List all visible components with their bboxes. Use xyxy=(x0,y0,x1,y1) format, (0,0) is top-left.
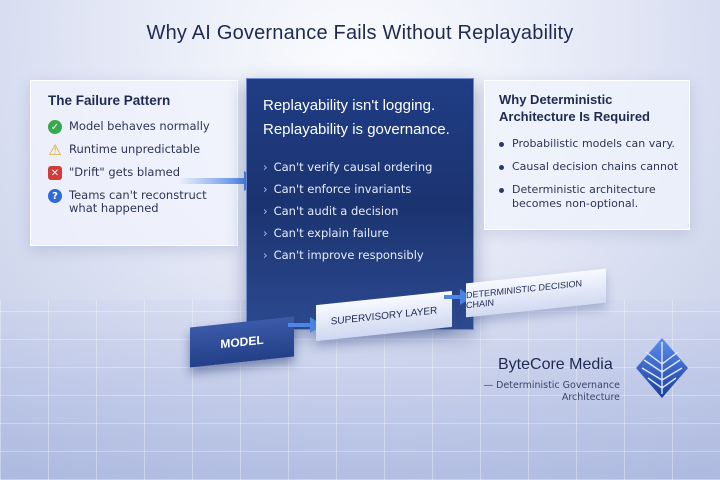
deterministic-heading: Why Deterministic Architecture Is Requir… xyxy=(499,91,681,125)
check-icon: ✓ xyxy=(48,120,62,134)
list-item: Causal decision chains cannot xyxy=(499,160,681,174)
limitation-text: Can't improve responsibly xyxy=(273,248,424,262)
limitation-text: Can't verify causal ordering xyxy=(273,160,433,174)
heading-line: Architecture Is Required xyxy=(499,109,650,124)
chevron-right-icon: › xyxy=(263,182,268,196)
heading-line: Replayability is governance. xyxy=(263,121,450,138)
list-item: › Can't explain failure xyxy=(263,226,473,240)
failure-item-text: Teams can't reconstruct what happened xyxy=(69,188,207,215)
limitation-text: Can't audit a decision xyxy=(273,204,399,218)
deterministic-panel: Why Deterministic Architecture Is Requir… xyxy=(484,80,690,230)
reason-text: Causal decision chains cannot xyxy=(512,160,679,173)
tagline-line: Architecture xyxy=(561,392,620,403)
brand-tagline: — Deterministic Governance Architecture xyxy=(480,380,620,404)
warning-icon: ⚠ xyxy=(48,140,62,159)
chevron-right-icon: › xyxy=(263,248,268,262)
failure-pattern-heading: The Failure Pattern xyxy=(48,93,171,108)
list-item: › Can't improve responsibly xyxy=(263,248,473,262)
bytecore-logo-icon xyxy=(636,338,688,398)
failure-item-text: Runtime unpredictable xyxy=(69,142,201,156)
question-icon: ? xyxy=(48,189,62,203)
failure-pattern-panel: The Failure Pattern ✓ Model behaves norm… xyxy=(30,80,238,246)
chevron-right-icon: › xyxy=(263,226,268,240)
heading-line: Why Deterministic xyxy=(499,92,613,107)
list-item: › Can't enforce invariants xyxy=(263,182,473,196)
cross-icon: ✕ xyxy=(48,166,62,180)
brand-name: ByteCore Media xyxy=(498,356,613,373)
list-item: › Can't audit a decision xyxy=(263,204,473,218)
list-item: › Can't verify causal ordering xyxy=(263,160,473,174)
bullet-icon xyxy=(499,165,504,170)
list-item: Probabilistic models can vary. xyxy=(499,137,681,151)
bullet-icon xyxy=(499,142,504,147)
list-item: ✕ "Drift" gets blamed xyxy=(48,166,237,180)
failure-item-text: "Drift" gets blamed xyxy=(69,165,181,179)
reason-text: Deterministic architecture becomes non-o… xyxy=(512,183,656,210)
reason-text: Probabilistic models can vary. xyxy=(512,137,675,150)
limitation-text: Can't enforce invariants xyxy=(273,182,412,196)
bullet-icon xyxy=(499,188,504,193)
tagline-line: — Deterministic Governance xyxy=(483,380,620,391)
list-item: ? Teams can't reconstruct what happened xyxy=(48,189,237,215)
heading-line: Replayability isn't logging. xyxy=(263,97,436,114)
chevron-right-icon: › xyxy=(263,160,268,174)
replayability-heading: Replayability isn't logging. Replayabili… xyxy=(263,94,463,142)
list-item: ✓ Model behaves normally xyxy=(48,120,237,134)
chevron-right-icon: › xyxy=(263,204,268,218)
limitation-text: Can't explain failure xyxy=(273,226,389,240)
list-item: Deterministic architecture becomes non-o… xyxy=(499,183,681,211)
list-item: ⚠ Runtime unpredictable xyxy=(48,140,237,159)
page-title: Why AI Governance Fails Without Replayab… xyxy=(146,22,574,44)
failure-item-text: Model behaves normally xyxy=(69,119,210,133)
replayability-panel: Replayability isn't logging. Replayabili… xyxy=(246,78,474,330)
